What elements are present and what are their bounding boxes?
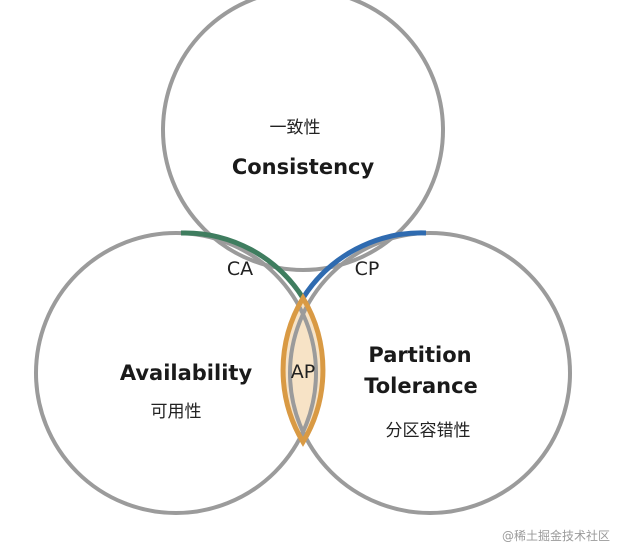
availability-circle <box>34 231 318 515</box>
availability-label: Availability <box>120 361 253 385</box>
ap-intersection-outline <box>280 293 326 447</box>
partition-tolerance-chinese-label: 分区容错性 <box>386 421 471 441</box>
ca-label: CA <box>227 258 253 280</box>
ap-label: AP <box>291 361 315 383</box>
watermark-text: @稀土掘金技术社区 <box>502 528 610 543</box>
tolerance-label: Tolerance <box>364 374 478 398</box>
availability-chinese-label: 可用性 <box>151 402 202 422</box>
partition-label: Partition <box>368 343 471 367</box>
partition-tolerance-circle <box>288 231 572 515</box>
consistency-label: Consistency <box>232 155 375 179</box>
consistency-chinese-label: 一致性 <box>270 118 321 138</box>
consistency-circle <box>161 0 445 272</box>
cp-label: CP <box>355 258 380 280</box>
